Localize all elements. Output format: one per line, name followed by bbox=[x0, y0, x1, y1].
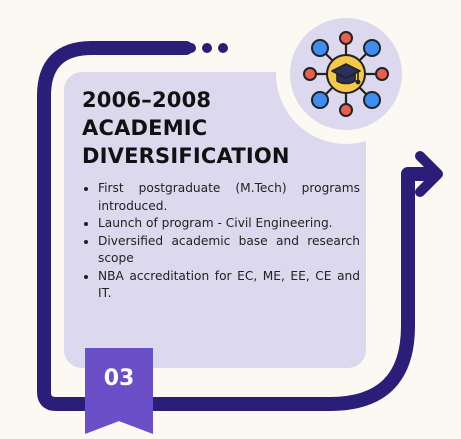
list-item: NBA accreditation for EC, ME, EE, CE and… bbox=[98, 268, 360, 303]
milestone-heading: ACADEMIC DIVERSIFICATION bbox=[82, 116, 290, 168]
milestone-period: 2006–2008 bbox=[82, 88, 212, 112]
arrow-head-icon bbox=[415, 151, 443, 197]
dot bbox=[218, 43, 228, 53]
step-number: 03 bbox=[103, 366, 135, 391]
list-item: Diversified academic base and research s… bbox=[98, 233, 360, 268]
dot bbox=[186, 43, 196, 53]
milestone-points: First postgraduate (M.Tech) programs int… bbox=[80, 180, 360, 303]
graduation-network-icon bbox=[303, 31, 389, 117]
icon-badge bbox=[276, 4, 416, 144]
step-ribbon bbox=[85, 348, 153, 434]
milestone-title: 2006–2008 ACADEMIC DIVERSIFICATION bbox=[82, 86, 312, 170]
list-item: Launch of program - Civil Engineering. bbox=[98, 215, 360, 233]
frame-dots bbox=[186, 43, 228, 53]
list-item: First postgraduate (M.Tech) programs int… bbox=[98, 180, 360, 215]
frame-line bbox=[37, 41, 439, 411]
dot bbox=[202, 43, 212, 53]
